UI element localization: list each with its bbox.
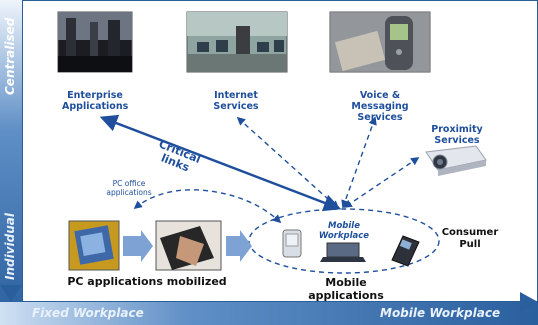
- pc-screen-photo: [68, 220, 120, 271]
- internet-link: [236, 116, 340, 210]
- chevron-arrow-1: [123, 230, 153, 262]
- pc-hand-photo: [155, 220, 222, 271]
- consumer-pull-label: Consumer Pull: [441, 227, 499, 250]
- dashed-connectors: [133, 116, 440, 274]
- axis-fixed-workplace: Fixed Workplace: [32, 306, 144, 320]
- vertical-axis-bar: Centralised Individual: [0, 0, 22, 325]
- down-arrowhead: [0, 285, 22, 302]
- voice-link: [341, 116, 377, 209]
- proximity-label: Proximity Services: [431, 124, 483, 146]
- proximity-link: [343, 157, 420, 208]
- mobile-apps-ellipse: [248, 208, 440, 274]
- axis-mobile-workplace: Mobile Workplace: [380, 306, 501, 320]
- internet-label: Internet Services: [213, 90, 259, 112]
- pc-office-label: PC office applications: [106, 179, 152, 197]
- enterprise-photo: [57, 11, 133, 73]
- internet-photo: [186, 11, 288, 73]
- right-arrowhead: [520, 292, 538, 312]
- horizontal-axis-bar: [0, 302, 538, 325]
- voice-photo: [329, 11, 431, 73]
- enterprise-label: Enterprise Applications: [62, 90, 129, 112]
- mobile-workplace-label: Mobile Workplace: [318, 221, 370, 241]
- pc-mobilized-label: PC applications mobilized: [67, 275, 227, 288]
- chevron-arrow-2: [226, 230, 252, 262]
- mobile-apps-label: Mobile applications: [308, 276, 384, 302]
- phone-device: [391, 235, 420, 267]
- laptop-device: [320, 242, 366, 262]
- pda-device: [282, 229, 302, 258]
- voice-label: Voice & Messaging Services: [351, 90, 409, 123]
- pc-office-link: [133, 189, 282, 224]
- projector-photo: [425, 145, 487, 176]
